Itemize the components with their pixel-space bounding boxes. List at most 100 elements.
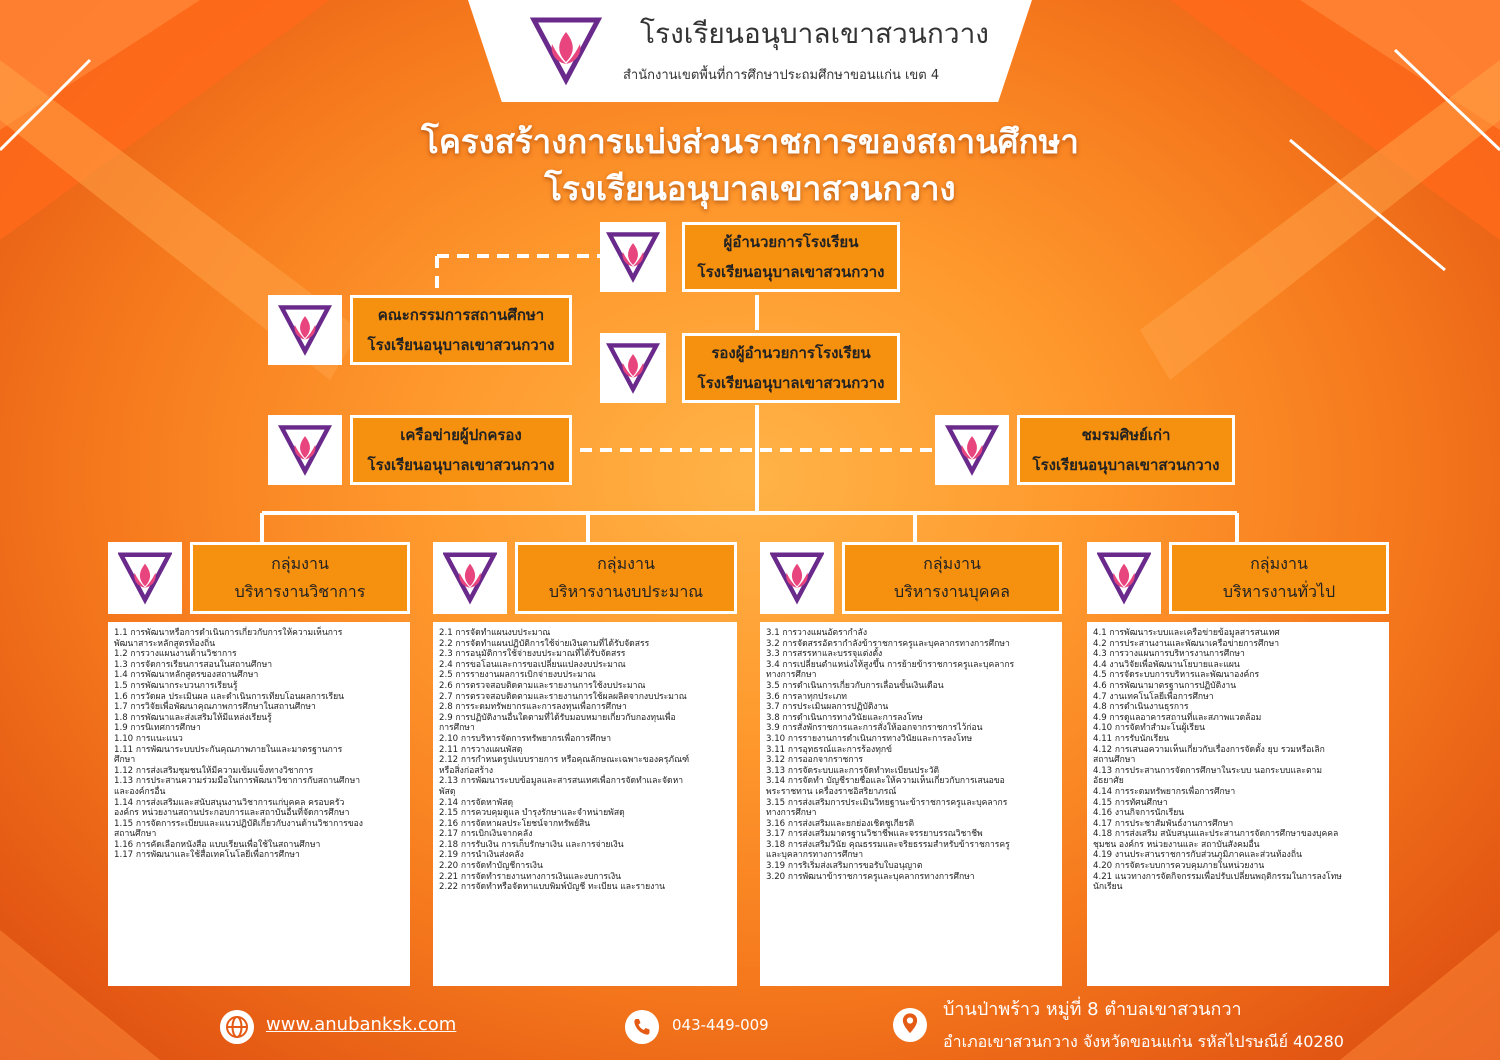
duty-line: 1.2 การวางแผนงานด้านวิชาการ xyxy=(114,649,237,660)
duty-line: 4.11 การรับนักเรียน xyxy=(1093,733,1170,744)
duty-line: 1.14 การส่งเสริมและสนับสนุนงานวิชาการแก่… xyxy=(114,797,345,808)
group-academic-duties: 1.1 การพัฒนาหรือการดำเนินการเกี่ยวกับการ… xyxy=(108,622,410,986)
deputy-title: รองผู้อำนวยการโรงเรียน xyxy=(711,344,871,362)
duty-line: 1.9 การนิเทศการศึกษา xyxy=(114,723,201,734)
duty-line: พระราชทาน เครื่องราชอิสริยาภรณ์ xyxy=(766,786,897,797)
group-budget-duties: 2.1 การจัดทำแผนงบประมาณ 2.2 การจัดทำแผนป… xyxy=(433,622,737,986)
duty-line: 2.18 การรับเงิน การเก็บรักษาเงิน และการจ… xyxy=(439,839,624,850)
duty-line: 1.10 การแนะแนว xyxy=(114,733,183,744)
duty-line: ทางการศึกษา xyxy=(766,670,817,681)
duty-line: 2.19 การนำเงินส่งคลัง xyxy=(439,850,524,861)
address-line2: อำเภอเขาสวนกวาง จังหวัดขอนแก่น รหัสไปรษณ… xyxy=(943,1032,1344,1051)
group-general-duties: 4.1 การพัฒนาระบบและเครือข่ายข้อมูลสารสนเ… xyxy=(1087,622,1389,986)
location-pin-icon xyxy=(893,1008,927,1042)
duty-line: 4.3 การวางแผนการบริหารงานการศึกษา xyxy=(1093,649,1245,660)
deputy-school: โรงเรียนอนุบาลเขาสวนกวาง xyxy=(697,374,885,392)
website-link[interactable]: www.anubanksk.com xyxy=(266,1014,457,1035)
school-logo-icon xyxy=(945,425,999,476)
duty-line: 1.3 การจัดการเรียนการสอนในสถานศึกษา xyxy=(114,659,273,670)
duty-line: 3.6 การลาทุกประเภท xyxy=(766,691,847,702)
duty-line: 2.1 การจัดทำแผนงบประมาณ xyxy=(439,628,551,638)
director-node: ผู้อำนวยการโรงเรียน โรงเรียนอนุบาลเขาสวน… xyxy=(682,222,900,292)
alumni-node: ชมรมศิษย์เก่า โรงเรียนอนุบาลเขาสวนกวาง xyxy=(1017,415,1235,485)
duty-line: ทางการศึกษา xyxy=(766,808,817,819)
group-label: กลุ่มงาน xyxy=(923,554,981,573)
duty-line: 4.1 การพัฒนาระบบและเครือข่ายข้อมูลสารสนเ… xyxy=(1093,628,1280,638)
parents-title: เครือข่ายผู้ปกครอง xyxy=(400,426,522,444)
duty-line: 2.4 การขอโอนและการขอเปลี่ยนแปลงงบประมาณ xyxy=(439,659,626,670)
group-label: กลุ่มงาน xyxy=(1250,554,1308,573)
duty-line: 3.16 การส่งเสริมและยกย่องเชิดชูเกียรติ xyxy=(766,818,915,829)
school-logo-icon xyxy=(443,552,497,605)
director-school: โรงเรียนอนุบาลเขาสวนกวาง xyxy=(697,263,885,281)
duty-line: 3.13 การจัดระบบและการจัดทำทะเบียนประวัติ xyxy=(766,765,940,776)
group-general-node: กลุ่มงาน บริหารงานทั่วไป xyxy=(1169,542,1389,614)
duty-line: 3.1 การวางแผนอัตรากำลัง xyxy=(766,628,868,638)
duty-line: 2.14 การจัดหาพัสดุ xyxy=(439,797,514,808)
duty-line: 2.6 การตรวจสอบติดตามและรายงานการใช้งบประ… xyxy=(439,680,646,691)
school-logo-icon xyxy=(1097,552,1151,605)
duty-line: 3.11 การอุทธรณ์และการร้องทุกข์ xyxy=(766,744,892,755)
duty-line: 2.11 การวางแผนพัสดุ xyxy=(439,744,523,755)
duty-line: สถานศึกษา xyxy=(1093,755,1136,766)
duty-line: และบุคลากรทางการศึกษา xyxy=(766,850,864,861)
group-budget-node: กลุ่มงาน บริหารงานงบประมาณ xyxy=(515,542,737,614)
duty-line: 4.21 แนวทางการจัดกิจกรรมเพื่อปรับเปลี่ยน… xyxy=(1093,871,1342,882)
duty-line: 4.9 การดูแลอาคารสถานที่และสภาพแวดล้อม xyxy=(1093,712,1262,723)
duty-line: 2.20 การจัดทำบัญชีการเงิน xyxy=(439,861,543,872)
duty-line: 2.15 การควบคุมดูแล บำรุงรักษาและจำหน่ายพ… xyxy=(439,808,625,819)
school-logo-icon xyxy=(530,17,602,86)
committee-title: คณะกรรมการสถานศึกษา xyxy=(377,306,545,324)
school-logo-icon xyxy=(278,305,332,356)
duty-line: 2.12 การกำหนดรูปแบบรายการ หรือคุณลักษณะเ… xyxy=(439,755,690,766)
group-label: กลุ่มงาน xyxy=(271,554,329,573)
group-personnel-node: กลุ่มงาน บริหารงานบุคคล xyxy=(842,542,1062,614)
duty-line: 3.9 การสั่งพักราชการและการสั่งให้ออกจากร… xyxy=(766,723,983,734)
alumni-school: โรงเรียนอนุบาลเขาสวนกวาง xyxy=(1032,456,1220,474)
duty-line: 1.15 การจัดการระเบียบและแนวปฏิบัติเกี่ยว… xyxy=(114,818,364,829)
duty-line: หรือสิ่งก่อสร้าง xyxy=(439,765,494,776)
phone-icon xyxy=(625,1010,659,1044)
school-logo-icon xyxy=(770,552,824,605)
chart-title-line2: โรงเรียนอนุบาลเขาสวนกวาง xyxy=(544,169,956,208)
duty-line: 4.14 การระดมทรัพยากรเพื่อการศึกษา xyxy=(1093,786,1236,797)
duty-line: 4.2 การประสานงานและพัฒนาเครือข่ายการศึกษ… xyxy=(1093,638,1280,649)
duty-line: 4.18 การส่งเสริม สนับสนุนและประสานการจัด… xyxy=(1093,829,1339,840)
duty-line: 4.10 การจัดทำสำมะโนผู้เรียน xyxy=(1093,723,1205,734)
duty-line: 4.16 งานกิจการนักเรียน xyxy=(1093,808,1185,819)
duty-line: 3.18 การส่งเสริมวินัย คุณธรรมและจริยธรรม… xyxy=(766,839,1010,850)
duty-line: 3.4 การเปลี่ยนตำแหน่งให้สูงขึ้น การย้ายข… xyxy=(766,659,1015,670)
duty-line: 4.13 การประสานการจัดการศึกษาในระบบ นอกระ… xyxy=(1093,765,1323,776)
duty-line: 2.3 การอนุมัติการใช้จ่ายงบประมาณที่ได้รั… xyxy=(439,649,626,660)
duty-line: 1.5 การพัฒนากระบวนการเรียนรู้ xyxy=(114,680,238,691)
group-academic-node: กลุ่มงาน บริหารงานวิชาการ xyxy=(190,542,410,614)
duty-line: 3.7 การประเมินผลการปฏิบัติงาน xyxy=(766,702,889,713)
alumni-title: ชมรมศิษย์เก่า xyxy=(1081,426,1171,444)
duty-line: นักเรียน xyxy=(1093,882,1123,893)
duty-line: 3.15 การส่งเสริมการประเมินวิทยฐานะข้าราช… xyxy=(766,797,1008,808)
committee-school: โรงเรียนอนุบาลเขาสวนกวาง xyxy=(367,336,555,354)
duty-line: 3.19 การริเริ่มส่งเสริมการขอรับใบอนุญาต xyxy=(766,861,923,872)
duty-line: 1.12 การส่งเสริมชุมชนให้มีความเข้มแข็งทา… xyxy=(114,765,314,776)
deputy-node: รองผู้อำนวยการโรงเรียน โรงเรียนอนุบาลเขา… xyxy=(682,333,900,403)
group-personnel-name: บริหารงานบุคคล xyxy=(894,582,1010,601)
duty-line: 4.6 การพัฒนามาตรฐานการปฏิบัติงาน xyxy=(1093,680,1237,691)
duty-line: 4.7 งานเทคโนโลยีเพื่อการศึกษา xyxy=(1093,691,1214,702)
duty-line: ชุมชน องค์กร หน่วยงานและ สถาบันสังคมอื่น xyxy=(1093,839,1260,850)
duty-line: 2.22 การจัดทำหรือจัดหาแบบพิมพ์บัญชี ทะเบ… xyxy=(439,882,666,893)
group-general-name: บริหารงานทั่วไป xyxy=(1222,582,1336,601)
duty-line: องค์กร หน่วยงานสถานประกอบการและสถาบันอื่… xyxy=(114,808,350,819)
duty-line: สถานศึกษา xyxy=(114,829,157,840)
duty-line: 4.15 การทัศนศึกษา xyxy=(1093,797,1168,808)
duty-line: 3.10 การรายงานการดำเนินการทางวินัยและการ… xyxy=(766,733,973,744)
group-academic-name: บริหารงานวิชาการ xyxy=(234,582,366,601)
duty-line: 2.21 การจัดทำรายงานทางการเงินและงบการเงิ… xyxy=(439,871,622,882)
duty-line: 3.8 การดำเนินการทางวินัยและการลงโทษ xyxy=(766,712,923,723)
school-logo-icon xyxy=(606,343,660,394)
duty-line: 3.12 การออกจากราชการ xyxy=(766,755,864,766)
duty-line: 3.2 การจัดสรรอัตรากำลังข้าราชการครูและบุ… xyxy=(766,638,1010,649)
group-label: กลุ่มงาน xyxy=(597,554,655,573)
duty-line: 2.8 การระดมทรัพยากรและการลงทุนเพื่อการศึ… xyxy=(439,702,627,713)
